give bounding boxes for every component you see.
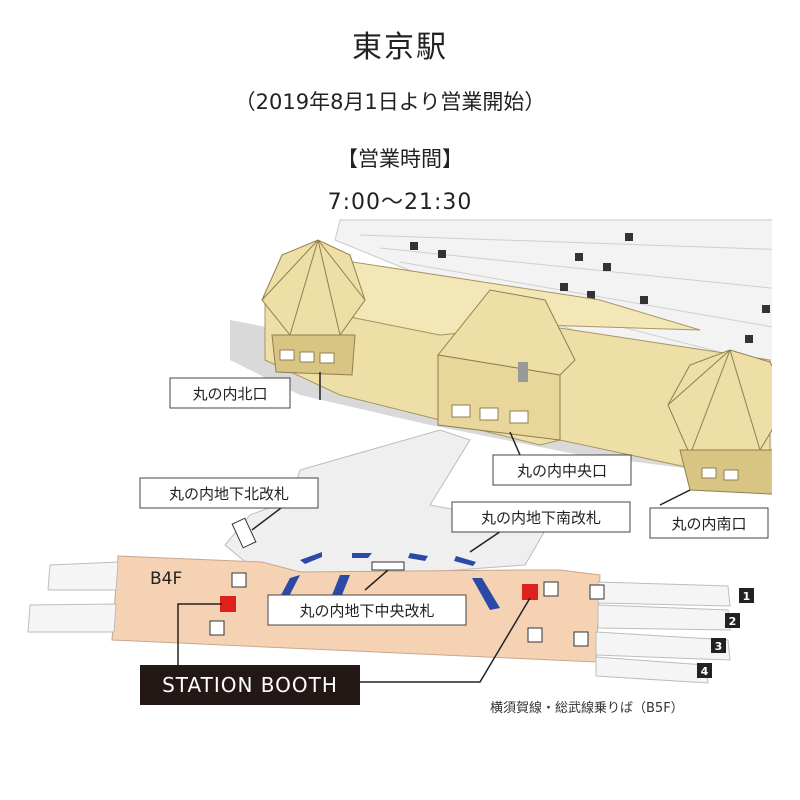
hours-label: 【営業時間】 xyxy=(337,147,463,171)
platforms xyxy=(27,561,731,684)
svg-text:4: 4 xyxy=(701,665,709,678)
page-title: 東京駅 xyxy=(352,30,448,65)
platform-note: 横須賀線・総武線乗りば（B5F） xyxy=(490,700,684,716)
svg-text:丸の内北口: 丸の内北口 xyxy=(192,385,267,403)
station-booth-label: STATION BOOTH xyxy=(140,665,360,705)
svg-text:丸の内地下北改札: 丸の内地下北改札 xyxy=(169,485,289,503)
svg-text:2: 2 xyxy=(729,615,737,628)
escalator-icons-upper xyxy=(410,233,770,343)
label-south-exit: 丸の内南口 xyxy=(649,507,769,539)
station-booth-east[interactable] xyxy=(522,584,538,600)
underground-concourse xyxy=(224,429,562,576)
svg-text:丸の内地下中央改札: 丸の内地下中央改札 xyxy=(299,602,434,620)
label-underground-south-gate: 丸の内地下南改札 xyxy=(451,501,631,533)
south-dome xyxy=(667,349,772,495)
hours-value: 7:00～21:30 xyxy=(327,190,473,215)
svg-text:1: 1 xyxy=(743,590,751,603)
svg-text:丸の内地下南改札: 丸の内地下南改札 xyxy=(481,509,601,527)
central-block xyxy=(437,289,576,441)
svg-text:丸の内南口: 丸の内南口 xyxy=(671,515,746,533)
north-dome xyxy=(261,239,366,376)
leader-lines xyxy=(177,372,691,683)
svg-text:STATION BOOTH: STATION BOOTH xyxy=(162,673,338,697)
label-central-exit: 丸の内中央口 xyxy=(492,454,632,486)
station-booth-west[interactable] xyxy=(220,596,236,612)
label-north-exit: 丸の内北口 xyxy=(169,377,291,409)
svg-text:3: 3 xyxy=(715,640,723,653)
platform-numbers: 1 2 3 4 xyxy=(697,588,754,678)
floor-label: B4F xyxy=(150,569,182,589)
svg-text:丸の内中央口: 丸の内中央口 xyxy=(517,462,607,480)
escalator-icons-b4f xyxy=(209,572,605,647)
opening-date: （2019年8月1日より営業開始） xyxy=(234,90,546,114)
label-underground-north-gate: 丸の内地下北改札 xyxy=(139,477,319,509)
label-underground-central-gate: 丸の内地下中央改札 xyxy=(267,594,467,626)
